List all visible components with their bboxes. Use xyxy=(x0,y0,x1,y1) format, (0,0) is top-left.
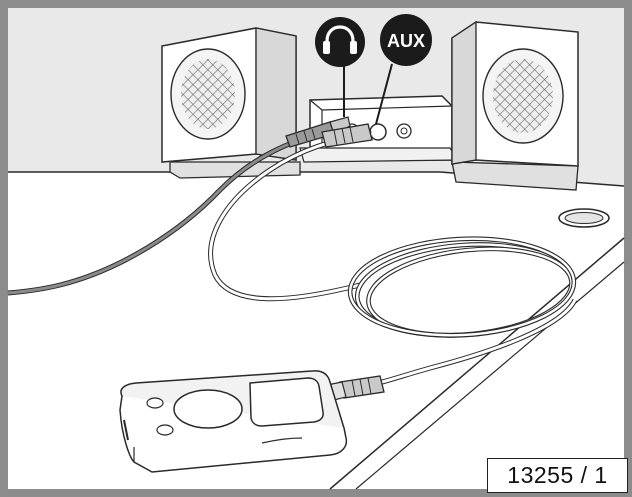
player-button-top xyxy=(146,397,164,409)
desk-grommet-inner xyxy=(564,212,604,224)
player-button-bottom xyxy=(156,424,174,436)
player-screen xyxy=(249,377,324,427)
desk-edge-bevel xyxy=(355,261,625,490)
aux-plug xyxy=(321,123,373,148)
player-click-wheel xyxy=(173,389,243,429)
left-speaker-grille xyxy=(181,59,235,129)
right-speaker-grille xyxy=(493,59,553,133)
aux-cable-to-player xyxy=(369,299,577,387)
cable-coil xyxy=(347,236,577,338)
player-slot xyxy=(261,437,303,444)
headphones-badge xyxy=(315,17,365,67)
aux-leader-line xyxy=(375,63,393,125)
headphones-icon xyxy=(325,25,355,52)
portable-media-player xyxy=(119,370,348,473)
aux-badge-label: AUX xyxy=(387,31,425,51)
dock-knob xyxy=(396,123,412,139)
figure-reference-number: 13255 / 1 xyxy=(487,458,628,493)
aux-cable xyxy=(209,132,373,301)
aux-badge: AUX xyxy=(380,14,432,66)
player-side-port xyxy=(123,419,129,441)
aux-jack-socket xyxy=(369,123,387,141)
right-speaker xyxy=(451,20,579,191)
left-speaker xyxy=(161,27,301,179)
grey-cable xyxy=(7,127,331,295)
